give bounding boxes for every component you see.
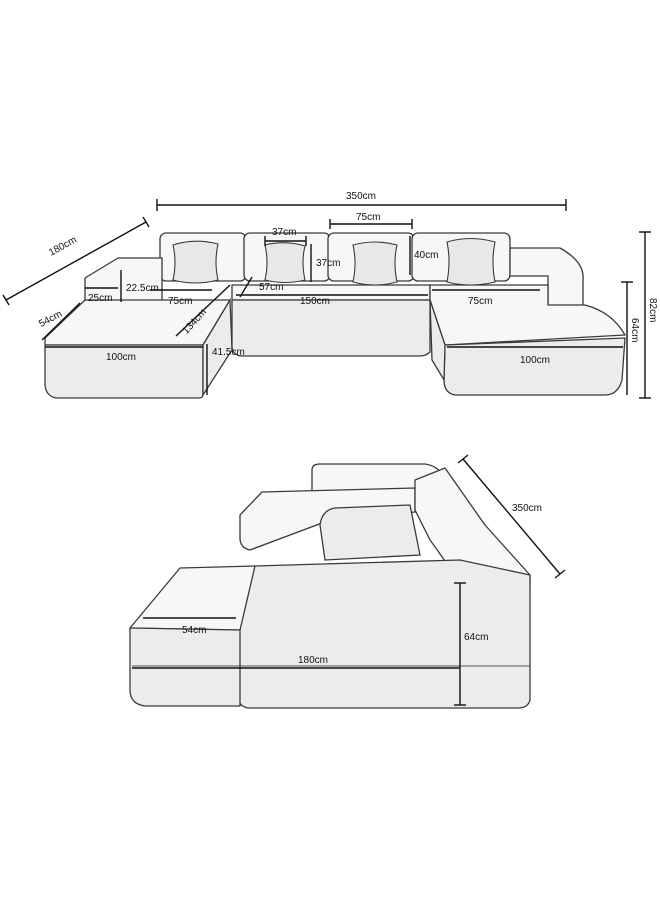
dim-seat-height: 41.5cm <box>212 347 245 358</box>
center-seat-front <box>231 299 431 357</box>
dim-side-length: 350cm <box>512 503 542 514</box>
dim-side-height: 64cm <box>464 632 488 643</box>
dim-right-front: 100cm <box>520 355 550 366</box>
dim-left-front: 100cm <box>106 352 136 363</box>
pillow-4 <box>446 237 496 286</box>
left-chaise-seat <box>44 299 231 346</box>
side-chaise-top <box>129 565 256 631</box>
side-view-dimensions: 350cm 54cm 180cm 64cm <box>132 454 566 706</box>
side-chaise-front <box>129 627 241 707</box>
dim-seat-left-width: 75cm <box>168 296 192 307</box>
dim-center-width: 150cm <box>300 296 330 307</box>
dim-side-depth: 180cm <box>298 655 328 666</box>
right-chaise-seat <box>429 284 626 346</box>
dim-side-chaise-width: 54cm <box>182 625 206 636</box>
side-back-cushion <box>319 504 421 561</box>
dim-seat-right-width: 75cm <box>468 296 492 307</box>
dim-total-height: 82cm <box>647 298 658 322</box>
right-chaise-front <box>443 337 626 396</box>
dim-arm-height-right: 64cm <box>629 318 640 342</box>
side-view-sofa <box>129 463 531 709</box>
dim-total-width: 350cm <box>346 191 376 202</box>
right-chaise-side <box>429 299 446 383</box>
pillow-2 <box>264 242 306 284</box>
dim-left-depth: 180cm <box>47 234 79 258</box>
top-view-sofa <box>44 232 626 399</box>
pillow-3 <box>352 241 398 286</box>
dim-back-height: 37cm <box>316 258 340 269</box>
dim-arm-height: 22.5cm <box>126 283 159 294</box>
dim-back-seg-width: 37cm <box>272 227 296 238</box>
dim-back-height-2: 40cm <box>414 250 438 261</box>
pillow-1 <box>172 240 219 284</box>
dim-back-seg2-width: 75cm <box>356 212 380 223</box>
dim-seat-depth: 57cm <box>259 282 283 293</box>
dim-arm-width: 25cm <box>88 293 112 304</box>
